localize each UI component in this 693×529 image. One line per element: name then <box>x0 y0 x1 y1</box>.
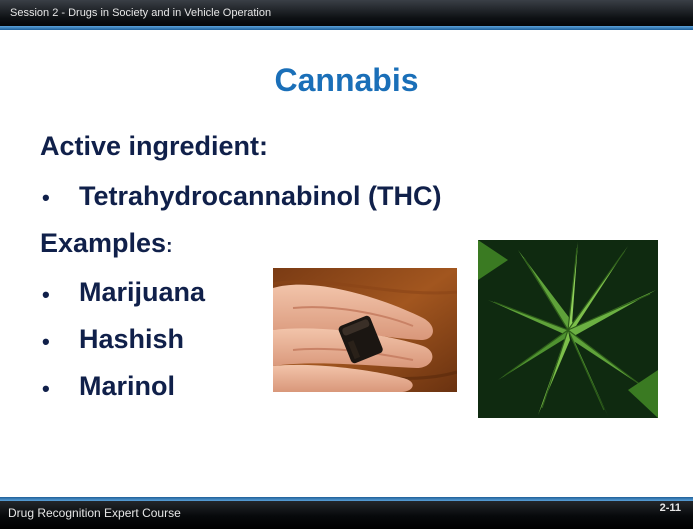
cannabis-leaf-illustration <box>478 240 658 418</box>
hashish-in-hand-illustration <box>273 268 457 392</box>
session-title: Session 2 - Drugs in Society and in Vehi… <box>10 7 272 19</box>
session-header-bar: Session 2 - Drugs in Society and in Vehi… <box>0 0 693 30</box>
active-item-thc: Tetrahydrocannabinol (THC) <box>79 181 442 211</box>
bullet-thc: • <box>42 185 50 210</box>
header-accent-stripe <box>0 26 693 30</box>
bullet-marijuana: • <box>42 282 50 307</box>
examples-heading-colon: : <box>166 236 173 257</box>
cannabis-leaf-photo <box>478 240 658 418</box>
bullet-marinol: • <box>42 376 50 401</box>
course-footer-bar: Drug Recognition Expert Course 2-11 <box>0 497 693 529</box>
footer-accent-stripe <box>0 497 693 501</box>
course-name: Drug Recognition Expert Course <box>8 506 181 520</box>
bullet-hashish: • <box>42 329 50 354</box>
examples-heading: Examples: <box>40 228 172 259</box>
hashish-photo <box>273 268 457 392</box>
slide-title: Cannabis <box>274 62 419 98</box>
active-ingredient-heading: Active ingredient: <box>40 131 269 161</box>
example-item-marinol: Marinol <box>79 371 176 401</box>
example-item-hashish: Hashish <box>79 324 185 354</box>
examples-heading-text: Examples <box>40 228 167 258</box>
page-number: 2-11 <box>659 502 681 514</box>
example-item-marijuana: Marijuana <box>79 277 206 307</box>
